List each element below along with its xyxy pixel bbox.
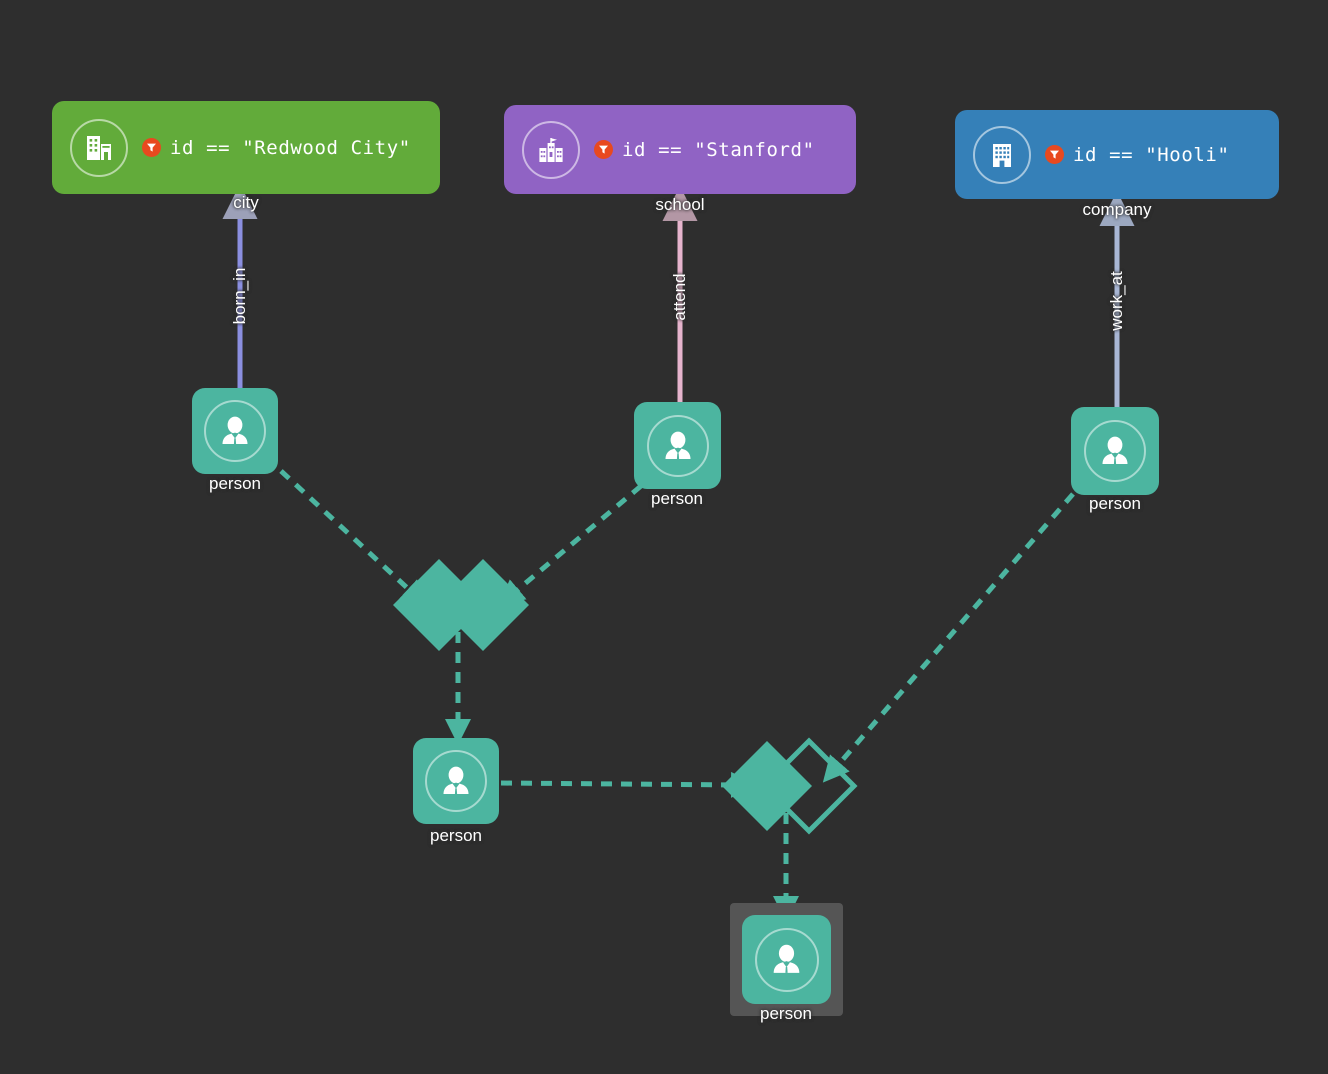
join2-diamond-left-filled (722, 741, 812, 831)
edge-label-work-at: work_at (1107, 271, 1126, 331)
filter-node-company[interactable]: id == "Hooli" (955, 110, 1279, 199)
node-caption-school: school (655, 195, 705, 214)
filter-node-city[interactable]: id == "Redwood City" (52, 101, 440, 194)
person-avatar-icon (754, 927, 819, 992)
person-avatar-icon (1084, 420, 1146, 482)
edge-label-attend: attend (670, 273, 689, 321)
node-caption-person-5: person (760, 1004, 812, 1023)
node-caption-company: company (1082, 200, 1152, 219)
edge-person4-to-join2[interactable] (500, 771, 757, 798)
person-node-3[interactable] (1071, 407, 1159, 495)
person-node-1[interactable] (192, 388, 278, 474)
node-caption-person-3: person (1089, 494, 1141, 513)
edge-label-born-in: born_in (230, 267, 249, 325)
filter-expression-company[interactable]: id == "Hooli" (1045, 144, 1230, 166)
edge-person3-to-join2[interactable] (822, 492, 1075, 783)
person-avatar-icon (646, 414, 709, 477)
person-avatar-icon (425, 750, 487, 812)
join-node-inner-join[interactable] (393, 559, 529, 651)
filter-expression-text-city: id == "Redwood City" (170, 136, 411, 159)
funnel-icon (142, 138, 161, 157)
node-caption-person-1: person (209, 474, 261, 493)
node-caption-person-2: person (651, 489, 703, 508)
node-caption-person-4: person (430, 826, 482, 845)
school-building-flag-icon (522, 120, 580, 179)
edge-person1-to-join1[interactable] (279, 469, 428, 607)
join1-diamond-right (437, 559, 529, 651)
person-node-4[interactable] (413, 738, 499, 824)
office-building-icon (973, 125, 1031, 184)
filter-node-school[interactable]: id == "Stanford" (504, 105, 856, 194)
node-caption-city: city (233, 193, 259, 212)
city-buildings-icon (70, 118, 128, 177)
funnel-icon (594, 140, 613, 159)
filter-expression-school[interactable]: id == "Stanford" (594, 139, 815, 161)
join1-diamond-left (393, 559, 485, 651)
funnel-icon (1045, 145, 1064, 164)
person-node-2[interactable] (634, 402, 721, 489)
person-node-5[interactable] (742, 915, 831, 1004)
filter-expression-text-school: id == "Stanford" (622, 138, 815, 161)
edge-person2-to-join1[interactable] (498, 484, 643, 607)
filter-expression-text-company: id == "Hooli" (1073, 143, 1230, 166)
join-node-left-outer-join[interactable] (722, 737, 858, 835)
filter-expression-city[interactable]: id == "Redwood City" (142, 137, 411, 159)
person-avatar-icon (204, 400, 266, 462)
join2-diamond-right-hollow (760, 737, 858, 835)
